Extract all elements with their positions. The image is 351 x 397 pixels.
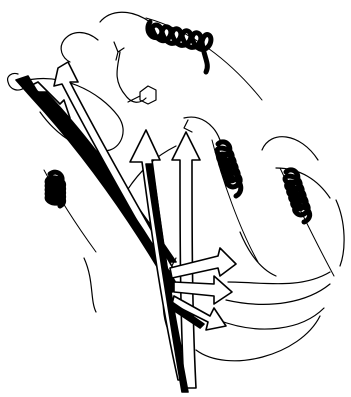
loop-right-upper2 (262, 137, 318, 160)
loop-far-right (336, 200, 344, 266)
helix-right-outer-path (285, 170, 310, 222)
loop-right-down (240, 232, 276, 276)
loop-right-bottom2 (226, 284, 330, 304)
loop-top-left (61, 33, 98, 63)
loop-right-bottom1 (228, 272, 330, 284)
ligand-branch2 (184, 120, 192, 132)
loop-left-tail (84, 258, 96, 312)
loop-ligand-link (117, 52, 146, 102)
helix-right-outer (285, 170, 310, 222)
loop-right-bottom3 (218, 308, 324, 329)
beta-sheet (16, 62, 236, 392)
ligand-ring (140, 86, 156, 104)
loop-top (100, 12, 150, 22)
helix-upper-right (148, 22, 211, 72)
ring-ligand (114, 42, 192, 132)
loop-mid-right (184, 117, 220, 140)
helix-upper-right-path (148, 22, 211, 72)
ligand-tail (128, 96, 140, 102)
